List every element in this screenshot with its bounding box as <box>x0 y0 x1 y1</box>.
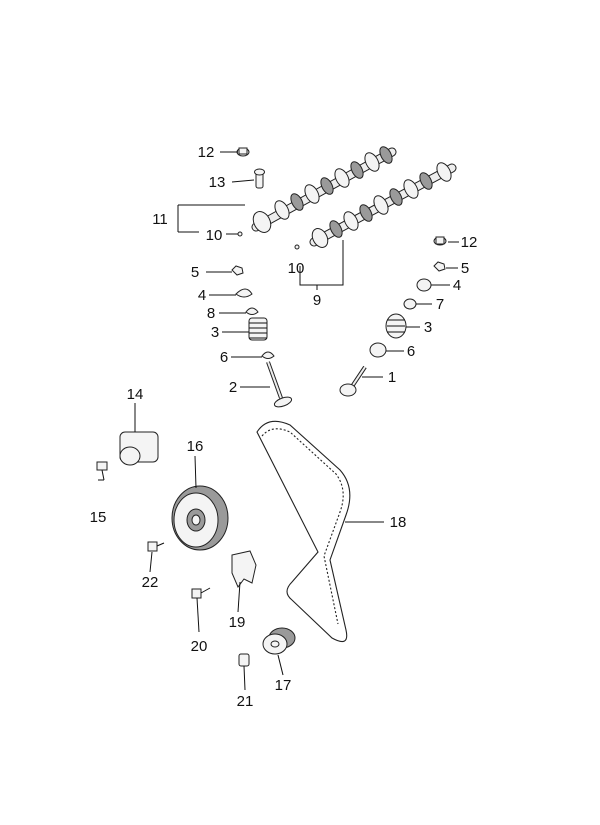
callout-20: 20 <box>191 638 208 655</box>
callout-2: 2 <box>229 379 237 396</box>
callout-22: 22 <box>142 574 159 591</box>
callout-16: 16 <box>187 438 204 455</box>
spring-3-left <box>248 317 268 341</box>
callout-19: 19 <box>229 614 246 631</box>
callout-15: 15 <box>90 509 107 526</box>
callout-11: 11 <box>152 211 168 228</box>
camshaft-9 <box>309 162 457 248</box>
callout-8: 8 <box>207 305 215 322</box>
callout-4-left: 4 <box>198 287 206 304</box>
pin-10-left <box>237 231 243 237</box>
callout-5-left: 5 <box>191 264 199 281</box>
callout-1: 1 <box>388 369 396 386</box>
callout-3-right: 3 <box>424 319 432 336</box>
callout-12-left: 12 <box>198 144 215 161</box>
callout-14: 14 <box>127 386 144 403</box>
retainer-4-left <box>235 288 253 298</box>
callout-6-right: 6 <box>407 343 415 360</box>
callout-9: 9 <box>313 292 321 309</box>
callout-4-right: 4 <box>453 277 461 294</box>
camshaft-sprocket-16 <box>171 485 229 551</box>
valve-1 <box>339 365 367 397</box>
callout-10-left: 10 <box>206 227 223 244</box>
callout-10-right: 10 <box>288 260 305 277</box>
callout-3-left: 3 <box>211 324 219 341</box>
bracket-19 <box>231 550 257 588</box>
callout-18: 18 <box>390 514 407 531</box>
pin-10-right <box>294 244 300 250</box>
crankshaft-sprocket-17 <box>262 627 296 655</box>
callout-7: 7 <box>436 296 444 313</box>
callout-5-right: 5 <box>461 260 469 277</box>
keeper-5-right <box>433 261 446 272</box>
callout-labels: 12 13 11 10 10 9 12 5 5 4 4 8 7 3 3 6 6 … <box>90 144 478 710</box>
callout-17: 17 <box>275 677 292 694</box>
tensioner-14 <box>119 431 159 466</box>
bolt-15 <box>96 461 108 481</box>
valve-2 <box>266 361 293 408</box>
seal-8 <box>245 307 259 315</box>
nut-21 <box>238 653 250 667</box>
seat-6-left <box>261 351 275 359</box>
bolt-22 <box>147 541 165 552</box>
callout-6-left: 6 <box>220 349 228 366</box>
callout-13: 13 <box>209 174 226 191</box>
nut-12-left <box>236 147 250 157</box>
bolt-20 <box>191 587 211 599</box>
callout-12-right: 12 <box>461 234 478 251</box>
seat-6-right <box>369 342 387 358</box>
callout-21: 21 <box>237 693 254 710</box>
nut-12-right <box>433 236 447 246</box>
seal-7 <box>403 298 417 310</box>
timing-belt-18 <box>256 420 351 643</box>
camshaft-11 <box>251 146 397 233</box>
bolt-13 <box>254 168 265 189</box>
spring-3-right <box>385 313 407 339</box>
leader-lines <box>98 151 459 691</box>
keeper-5-left <box>231 265 244 276</box>
retainer-4-right <box>416 278 432 292</box>
